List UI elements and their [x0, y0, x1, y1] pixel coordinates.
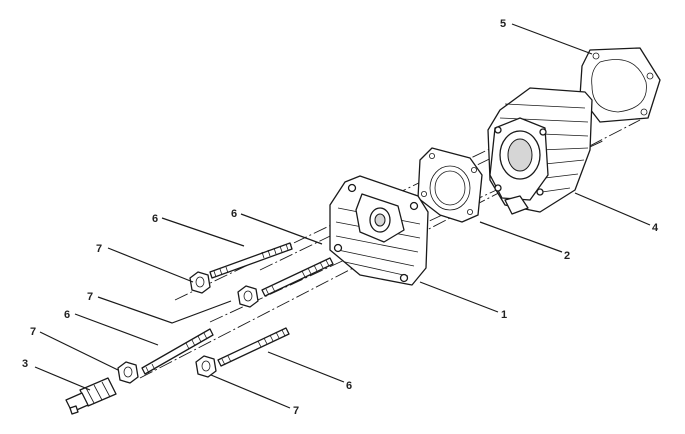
callout-7-lower-right: 7 [293, 405, 299, 417]
spark-plug [65, 377, 117, 415]
callout-7-upper-left: 7 [96, 243, 102, 255]
callout-6-lower-left: 6 [64, 309, 70, 321]
nut-lower-right [195, 355, 217, 378]
callout-2: 2 [564, 250, 570, 262]
callout-7-upper-right: 7 [87, 291, 93, 303]
head-gasket [417, 147, 483, 223]
stud-upper-right [261, 257, 334, 297]
callout-1: 1 [501, 309, 507, 321]
cylinder [487, 87, 593, 215]
nut-upper-left [189, 271, 211, 294]
callout-3: 3 [22, 358, 28, 370]
callout-7-lower-left: 7 [30, 326, 36, 338]
callout-6-upper-right: 6 [231, 208, 237, 220]
callout-6-upper-left: 6 [152, 213, 158, 225]
nut-upper-right [237, 285, 259, 308]
callout-6-lower-right: 6 [346, 380, 352, 392]
leader-lines [34, 23, 651, 409]
nut-lower-left [117, 361, 139, 384]
stud-upper-left [209, 242, 293, 279]
callout-labels: 1 2 3 4 5 6 6 6 6 7 7 7 7 [22, 18, 659, 417]
stud-lower-right [217, 327, 290, 367]
cylinder-head [329, 175, 429, 286]
callout-5: 5 [500, 18, 506, 30]
callout-4: 4 [652, 222, 659, 234]
stud-lower-left [141, 328, 214, 375]
